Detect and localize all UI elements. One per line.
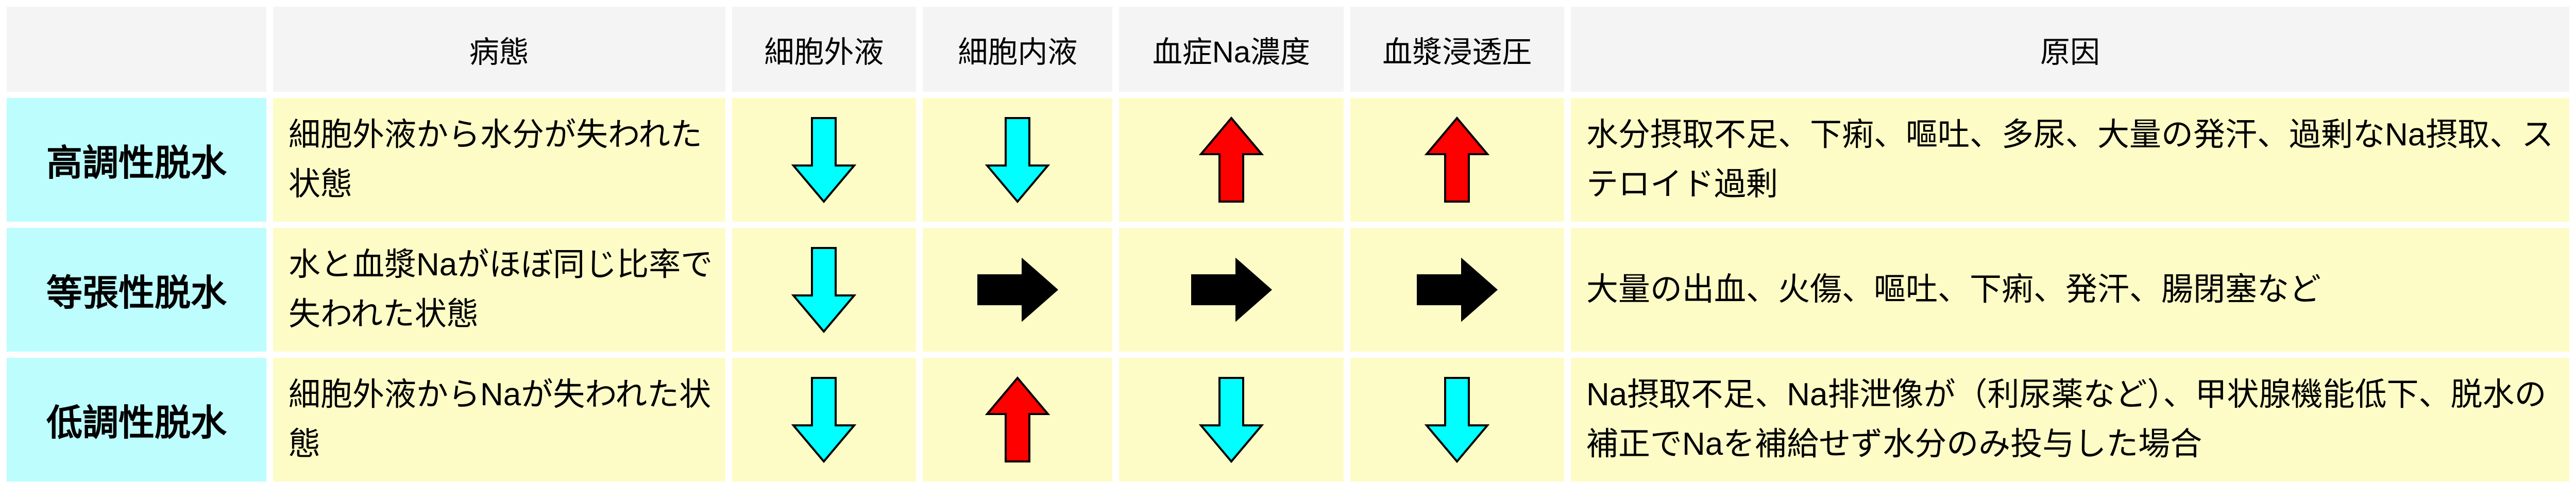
- header-na: 血症Na濃度: [1119, 7, 1344, 92]
- row-label: 低調性脱水: [7, 358, 266, 482]
- table-row: 低調性脱水細胞外液からNaが失われた状態 Na摂取不足、Na排泄像が（利尿薬など）…: [7, 358, 2569, 482]
- pathology-cell: 細胞外液から水分が失われた状態: [273, 98, 725, 222]
- header-corner: [7, 7, 266, 92]
- header-ecf: 細胞外液: [732, 7, 917, 92]
- table-row: 等張性脱水水と血漿Naがほぼ同じ比率で失われた状態 大量の出血、火傷、嘔吐、下痢、…: [7, 228, 2569, 352]
- table-row: 高調性脱水細胞外液から水分が失われた状態 水分摂取不足、下痢、嘔吐、多尿、大量の発…: [7, 98, 2569, 222]
- arrow-down-icon: [1350, 376, 1564, 464]
- row-label: 等張性脱水: [7, 228, 266, 352]
- arrow-right-icon: [1119, 258, 1343, 322]
- pathology-cell: 細胞外液からNaが失われた状態: [273, 358, 725, 482]
- ecf-cell: [732, 98, 917, 222]
- arrow-up-icon: [1350, 116, 1564, 204]
- arrow-down-icon: [732, 246, 917, 334]
- icf-cell: [923, 98, 1113, 222]
- arrow-down-icon: [923, 116, 1112, 204]
- header-pathology: 病態: [273, 7, 725, 92]
- arrow-up-icon: [923, 376, 1112, 464]
- na-cell: [1119, 228, 1344, 352]
- osmolality-cell: [1350, 358, 1565, 482]
- pathology-cell: 水と血漿Naがほぼ同じ比率で失われた状態: [273, 228, 725, 352]
- arrow-up-icon: [1119, 116, 1343, 204]
- header-row: 病態 細胞外液 細胞内液 血症Na濃度 血漿浸透圧 原因: [7, 7, 2569, 92]
- osmolality-cell: [1350, 228, 1565, 352]
- osmolality-cell: [1350, 98, 1565, 222]
- icf-cell: [923, 358, 1113, 482]
- cause-cell: 大量の出血、火傷、嘔吐、下痢、発汗、腸閉塞など: [1571, 228, 2569, 352]
- arrow-down-icon: [732, 376, 917, 464]
- ecf-cell: [732, 228, 917, 352]
- arrow-down-icon: [1119, 376, 1343, 464]
- header-cause: 原因: [1571, 7, 2569, 92]
- cause-cell: 水分摂取不足、下痢、嘔吐、多尿、大量の発汗、過剰なNa摂取、ステロイド過剰: [1571, 98, 2569, 222]
- header-icf: 細胞内液: [923, 7, 1113, 92]
- header-osmolality: 血漿浸透圧: [1350, 7, 1565, 92]
- arrow-right-icon: [923, 258, 1112, 322]
- na-cell: [1119, 358, 1344, 482]
- na-cell: [1119, 98, 1344, 222]
- ecf-cell: [732, 358, 917, 482]
- arrow-down-icon: [732, 116, 917, 204]
- cause-cell: Na摂取不足、Na排泄像が（利尿薬など）、甲状腺機能低下、脱水の補正でNaを補給…: [1571, 358, 2569, 482]
- arrow-right-icon: [1350, 258, 1564, 322]
- row-label: 高調性脱水: [7, 98, 266, 222]
- icf-cell: [923, 228, 1113, 352]
